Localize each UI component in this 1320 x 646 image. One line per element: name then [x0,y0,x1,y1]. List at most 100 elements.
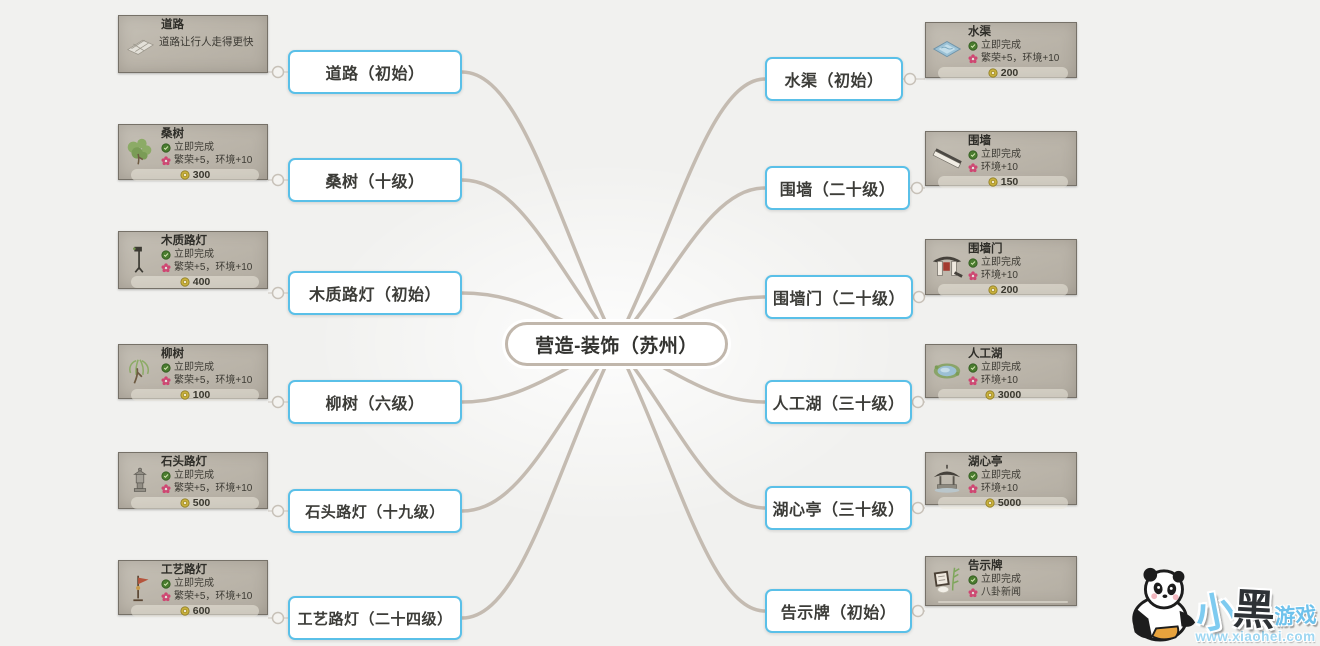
topic-artificial-lake[interactable]: 人工湖（三十级） [765,380,912,424]
card-effect: 八卦新闻 [981,587,1021,598]
card-complete: 立即完成 [174,578,214,589]
topic-label: 工艺路灯（二十四级） [297,610,453,628]
instant-complete-icon [161,363,171,373]
collapse-handle[interactable] [271,65,285,79]
central-topic[interactable]: 营造-装饰（苏州） [505,322,728,366]
card-price: 300 [192,169,211,181]
topic-craft-lamp[interactable]: 工艺路灯（二十四级） [288,596,462,640]
copper-coin-icon [985,390,995,400]
prosperity-flower-icon [968,376,978,386]
item-card-mulberry-tree: 桑树 立即完成 繁荣+5，环境+10 300 [118,124,268,181]
card-title: 桑树 [161,128,184,140]
card-effect: 繁荣+5，环境+10 [981,53,1060,64]
card-price: 100 [192,389,211,401]
card-title: 木质路灯 [161,235,207,247]
collapse-handle[interactable] [912,290,926,304]
card-price: 3000 [997,389,1022,401]
collapse-handle[interactable] [911,501,925,515]
topic-label: 人工湖（三十级） [772,396,905,413]
topic-label: 石头路灯（十九级） [305,503,445,521]
card-effect: 繁荣+5，环境+10 [174,591,253,602]
central-topic-label: 营造-装饰（苏州） [535,335,698,357]
card-description: 道路让行人走得更快 [159,36,254,48]
prosperity-flower-icon [161,592,171,602]
topic-wall-gate[interactable]: 围墙门（二十级） [765,275,913,319]
copper-coin-icon [988,285,998,295]
card-price: 200 [1000,284,1019,296]
card-title: 围墙门 [968,243,1003,255]
card-complete: 立即完成 [174,470,214,481]
card-title: 湖心亭 [968,456,1003,468]
collapse-handle[interactable] [911,395,925,409]
item-card-stone-lamp: 石头路灯 立即完成 繁荣+5，环境+10 500 [118,452,268,509]
card-complete: 立即完成 [981,470,1021,481]
topic-notice-board[interactable]: 告示牌（初始） [765,589,912,633]
copper-coin-icon [180,170,190,180]
topic-willow-tree[interactable]: 柳树（六级） [288,380,462,424]
prosperity-flower-icon [968,271,978,281]
instant-complete-icon [161,471,171,481]
instant-complete-icon [161,143,171,153]
item-card-notice-board: 告示牌 立即完成 八卦新闻 [925,556,1077,606]
brand-logotype: 小 黑 游戏 [1191,585,1317,639]
instant-complete-icon [968,363,978,373]
card-effect: 繁荣+5，环境+10 [174,375,253,386]
collapse-handle[interactable] [271,173,285,187]
card-effect: 环境+10 [981,483,1018,494]
instant-complete-icon [161,579,171,589]
prosperity-flower-icon [161,484,171,494]
collapse-handle[interactable] [911,604,925,618]
item-card-wall: 围墙 立即完成 环境+10 150 [925,131,1077,188]
collapse-handle[interactable] [271,286,285,300]
topic-mulberry-tree[interactable]: 桑树（十级） [288,158,462,202]
topic-water-channel[interactable]: 水渠（初始） [765,57,903,101]
card-complete: 立即完成 [174,362,214,373]
card-title: 水渠 [968,26,991,38]
topic-label: 木质路灯（初始） [308,287,441,304]
topic-label: 桑树（十级） [325,174,425,191]
card-title: 道路 [161,19,184,31]
collapse-handle[interactable] [903,72,917,86]
topic-label: 水渠（初始） [784,73,884,90]
copper-coin-icon [180,606,190,616]
card-complete: 立即完成 [981,257,1021,268]
card-title: 围墙 [968,135,991,147]
instant-complete-icon [968,41,978,51]
card-effect: 环境+10 [981,375,1018,386]
topic-wall[interactable]: 围墙（二十级） [765,166,910,210]
collapse-handle[interactable] [271,611,285,625]
collapse-handle[interactable] [910,181,924,195]
topic-label: 告示牌（初始） [780,605,897,622]
prosperity-flower-icon [161,263,171,273]
card-effect: 环境+10 [981,162,1018,173]
road-thumbnail [119,16,161,72]
collapse-handle[interactable] [271,395,285,409]
instant-complete-icon [968,258,978,268]
card-complete: 立即完成 [981,574,1021,585]
card-effect: 繁荣+5，环境+10 [174,262,253,273]
instant-complete-icon [161,250,171,260]
topic-road[interactable]: 道路（初始） [288,50,462,94]
item-card-water-channel: 水渠 立即完成 繁荣+5，环境+10 200 [925,22,1077,79]
card-price: 5000 [997,497,1022,509]
topic-wooden-lamp[interactable]: 木质路灯（初始） [288,271,462,315]
notice-board-thumbnail [926,557,968,605]
card-price: 600 [192,605,211,617]
copper-coin-icon [180,277,190,287]
xiaohei-watermark: 小 黑 游戏 www.xiaohei.com [1123,564,1317,644]
collapse-handle[interactable] [271,504,285,518]
card-title: 石头路灯 [161,456,207,468]
topic-lake-pavilion[interactable]: 湖心亭（三十级） [765,486,912,530]
card-complete: 立即完成 [174,249,214,260]
item-card-craft-lamp: 工艺路灯 立即完成 繁荣+5，环境+10 600 [118,560,268,617]
topic-label: 围墙门（二十级） [772,291,905,308]
instant-complete-icon [968,575,978,585]
brand-chars-youxi: 游戏 [1273,603,1317,630]
topic-stone-lamp[interactable]: 石头路灯（十九级） [288,489,462,533]
item-card-lake-pavilion: 湖心亭 立即完成 环境+10 5000 [925,452,1077,509]
copper-coin-icon [988,177,998,187]
item-card-artificial-lake: 人工湖 立即完成 环境+10 3000 [925,344,1077,401]
card-complete: 立即完成 [981,362,1021,373]
prosperity-flower-icon [968,54,978,64]
copper-coin-icon [988,68,998,78]
